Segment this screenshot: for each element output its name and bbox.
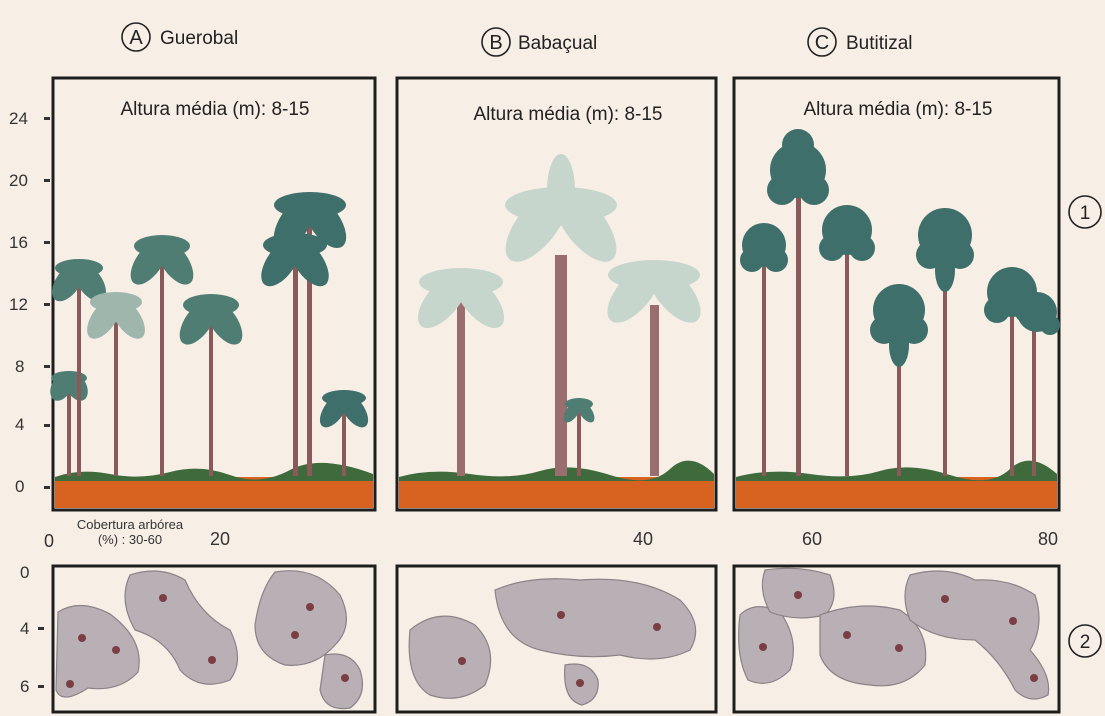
crown-patch — [409, 616, 490, 698]
y-tick-16: 16 — [9, 233, 28, 252]
plan-y-tick-6: 6 — [20, 677, 29, 696]
plan-y-axis: 0 4 6 — [20, 563, 44, 696]
cover-label-line2: (%) : 30-60 — [98, 532, 162, 547]
soil-b — [399, 477, 714, 508]
plan-y-tick-0: 0 — [20, 563, 29, 582]
panel-name-a: Guerobal — [160, 28, 238, 49]
panel-name-b: Babaçual — [518, 33, 597, 54]
panel-letter-c: C — [815, 32, 829, 54]
soil-c — [736, 477, 1057, 508]
x-tick-60: 60 — [802, 529, 822, 549]
panel-title-a: A Guerobal — [122, 23, 238, 51]
x-axis: 0 20 40 60 80 Cobertura arbórea (%) : 30… — [44, 517, 1058, 551]
height-label-c: Altura média (m): 8-15 — [803, 99, 992, 120]
y-tick-0: 0 — [15, 477, 24, 496]
x-tick-0: 0 — [44, 531, 54, 551]
y-tick-4: 4 — [15, 415, 24, 434]
panel-letter-a: A — [129, 27, 143, 49]
x-tick-20: 20 — [210, 529, 230, 549]
row-marker-1: 1 — [1069, 196, 1101, 228]
y-tick-20: 20 — [9, 171, 28, 190]
x-tick-80: 80 — [1038, 529, 1058, 549]
x-tick-40: 40 — [633, 529, 653, 549]
y-tick-24: 24 — [9, 109, 28, 128]
panel-title-b: B Babaçual — [482, 28, 597, 56]
panel-letter-b: B — [489, 32, 502, 54]
height-label-a: Altura média (m): 8-15 — [120, 99, 309, 120]
svg-text:1: 1 — [1080, 203, 1091, 224]
panel-title-c: C Butitizal — [808, 28, 913, 56]
y-tick-12: 12 — [9, 295, 28, 314]
y-axis: 24 20 16 12 8 4 0 — [9, 109, 50, 496]
soil-a — [55, 477, 373, 508]
row-marker-2: 2 — [1069, 625, 1101, 657]
cover-label-line1: Cobertura arbórea — [77, 517, 184, 532]
panel-name-c: Butitizal — [846, 33, 913, 54]
plan-y-tick-4: 4 — [20, 619, 29, 638]
height-label-b: Altura média (m): 8-15 — [473, 104, 662, 125]
y-tick-8: 8 — [15, 357, 24, 376]
svg-text:2: 2 — [1080, 632, 1091, 653]
